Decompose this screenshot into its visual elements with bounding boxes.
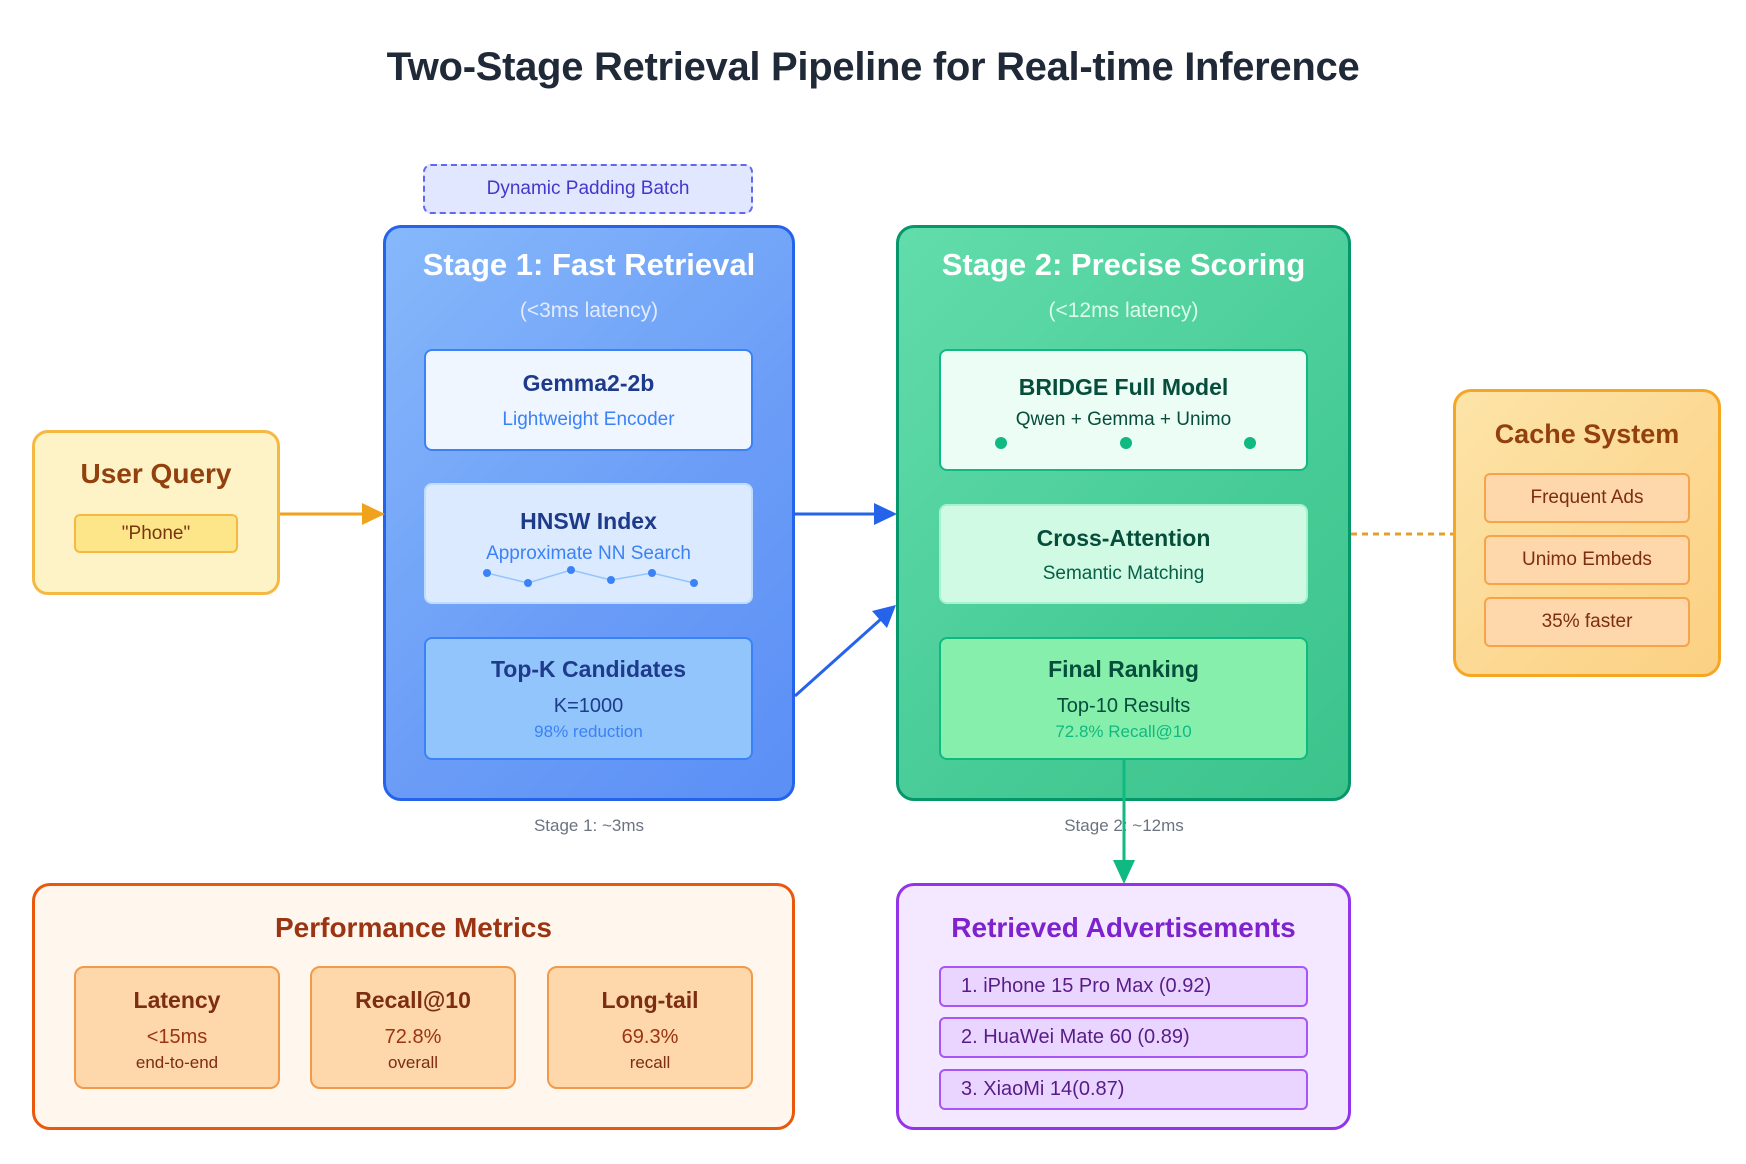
component-dot	[1120, 437, 1132, 449]
cross-attention-title: Cross-Attention	[1036, 525, 1211, 551]
stage1-timing: Stage 1: ~3ms	[533, 816, 645, 835]
graph-node	[524, 579, 532, 587]
metric-label: Long-tail	[601, 987, 699, 1013]
metric-value: 72.8%	[384, 1026, 442, 1048]
stage2-latency: (<12ms latency)	[1048, 299, 1199, 322]
topk-candidates-box: Top-K Candidates K=1000 98% reduction	[424, 637, 753, 760]
bridge-title: BRIDGE Full Model	[1018, 374, 1229, 400]
metric-value: 69.3%	[621, 1026, 679, 1048]
stage1-title: Stage 1: Fast Retrieval	[422, 247, 756, 282]
cache-item: 35% faster	[1484, 597, 1690, 647]
stage1-to-stage2-arrow	[795, 503, 897, 525]
bridge-subtitle: Qwen + Gemma + Unimo	[1015, 409, 1232, 430]
final-ranking-box: Final Ranking Top-10 Results 72.8% Recal…	[939, 637, 1308, 760]
user-query-box: User Query "Phone"	[32, 430, 280, 595]
graph-node	[648, 569, 656, 577]
hnsw-graph-icon	[483, 566, 698, 587]
user-query-title: User Query	[80, 458, 232, 489]
stage1-latency: (<3ms latency)	[519, 299, 659, 322]
metric-label: Latency	[133, 987, 221, 1013]
metric-card-latency: Latency <15ms end-to-end	[74, 966, 280, 1089]
result-item: 3. XiaoMi 14(0.87)	[939, 1069, 1308, 1110]
metrics-title: Performance Metrics	[274, 912, 552, 943]
metric-card-long-tail: Long-tail 69.3% recall	[547, 966, 753, 1089]
result-item: 2. HuaWei Mate 60 (0.89)	[939, 1017, 1308, 1058]
stage1-panel: Stage 1: Fast Retrieval (<3ms latency) G…	[383, 225, 795, 801]
cross-attention-box: Cross-Attention Semantic Matching	[939, 504, 1308, 604]
topk-title: Top-K Candidates	[490, 656, 687, 682]
retrieved-ads-panel: Retrieved Advertisements 1. iPhone 15 Pr…	[896, 883, 1351, 1130]
cross-attention-subtitle: Semantic Matching	[1042, 563, 1205, 584]
candidates-to-stage2-arrow	[793, 605, 896, 698]
cache-item: Unimo Embeds	[1484, 535, 1690, 585]
dynamic-padding-batch-label: Dynamic Padding Batch	[423, 164, 753, 214]
cache-title: Cache System	[1494, 419, 1680, 449]
graph-node	[567, 566, 575, 574]
metric-label: Recall@10	[355, 987, 471, 1013]
encoder-subtitle: Lightweight Encoder	[502, 409, 675, 430]
encoder-box: Gemma2-2b Lightweight Encoder	[424, 349, 753, 451]
cache-system-box: Cache System Frequent Ads Unimo Embeds 3…	[1453, 389, 1721, 677]
hnsw-index-box: HNSW Index Approximate NN Search	[424, 483, 753, 604]
metric-note: recall	[629, 1053, 671, 1072]
graph-node	[607, 576, 615, 584]
component-dot	[1244, 437, 1256, 449]
graph-node	[690, 579, 698, 587]
metric-note: overall	[387, 1053, 439, 1072]
query-to-stage1-arrow	[280, 503, 385, 525]
stage2-title: Stage 2: Precise Scoring	[941, 247, 1306, 282]
stage2-panel: Stage 2: Precise Scoring (<12ms latency)…	[896, 225, 1351, 801]
metric-value: <15ms	[146, 1026, 208, 1048]
final-ranking-value: Top-10 Results	[1056, 695, 1191, 717]
performance-metrics-panel: Performance Metrics Latency <15ms end-to…	[32, 883, 795, 1130]
graph-node	[483, 569, 491, 577]
hnsw-subtitle: Approximate NN Search	[486, 543, 691, 564]
bridge-model-box: BRIDGE Full Model Qwen + Gemma + Unimo	[939, 349, 1308, 471]
metric-note: end-to-end	[135, 1053, 219, 1072]
encoder-title: Gemma2-2b	[522, 370, 655, 396]
component-dot	[995, 437, 1007, 449]
query-value-chip: "Phone"	[74, 514, 238, 553]
final-ranking-note: 72.8% Recall@10	[1055, 722, 1192, 741]
topk-value: K=1000	[553, 695, 624, 717]
metric-card-recall: Recall@10 72.8% overall	[310, 966, 516, 1089]
final-ranking-title: Final Ranking	[1048, 656, 1199, 682]
results-title: Retrieved Advertisements	[951, 912, 1296, 943]
hnsw-title: HNSW Index	[520, 508, 657, 534]
diagram-title: Two-Stage Retrieval Pipeline for Real-ti…	[386, 45, 1360, 89]
topk-note: 98% reduction	[534, 722, 643, 741]
result-item: 1. iPhone 15 Pro Max (0.92)	[939, 966, 1308, 1007]
cache-item: Frequent Ads	[1484, 473, 1690, 523]
stage2-timing: Stage 2: ~12ms	[1064, 816, 1184, 835]
model-components-icon	[995, 437, 1256, 449]
